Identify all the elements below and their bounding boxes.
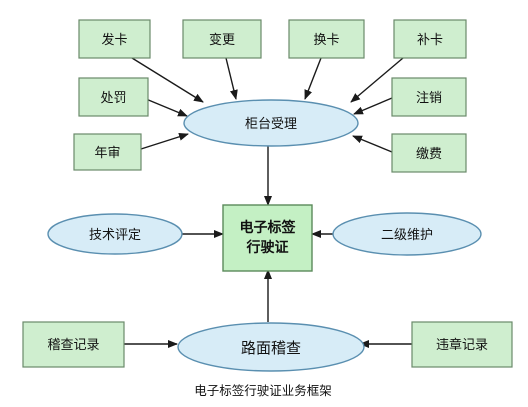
node-nianshen: 年审	[73, 133, 142, 171]
node-zhuxiao: 注销	[391, 77, 467, 117]
node-huanka-label: 换卡	[313, 33, 339, 48]
arrow-biangeng-to-guitai	[225, 57, 238, 100]
node-huanka: 换卡	[288, 19, 365, 59]
node-jiaofei-label: 缴费	[416, 147, 442, 162]
arrow-chufa-to-guitai	[145, 98, 188, 117]
node-biangeng: 变更	[182, 19, 262, 59]
node-nianshen-label: 年审	[94, 146, 120, 161]
node-jicha-jilu-label: 稽查记录	[47, 338, 99, 353]
node-guitai: 柜台受理	[183, 99, 359, 147]
node-lumian: 路面稽查	[177, 322, 365, 372]
node-faka: 发卡	[78, 19, 151, 59]
connectors	[124, 57, 412, 348]
node-weizhang: 违章记录	[411, 321, 513, 368]
arrow-buka-to-guitai	[350, 57, 404, 103]
node-chufa: 处罚	[78, 77, 149, 117]
node-center-line2: 行驶证	[246, 239, 289, 256]
arrow-faka-to-guitai	[131, 57, 204, 103]
arrow-zhuxiao-to-guitai	[353, 97, 393, 115]
node-jiaofei: 缴费	[391, 133, 467, 173]
node-guitai-label: 柜台受理	[245, 117, 297, 132]
node-center-line1: 电子标签	[240, 219, 297, 236]
node-chufa-label: 处罚	[100, 91, 126, 106]
arrow-huanka-to-guitai	[304, 57, 322, 100]
node-weizhang-label: 违章记录	[436, 337, 488, 353]
node-jishu-label: 技术评定	[89, 228, 141, 243]
node-center: 电子标签 行驶证	[222, 204, 313, 272]
node-biangeng-label: 变更	[209, 32, 235, 48]
diagram-caption: 电子标签行驶证业务框架	[194, 383, 332, 398]
arrow-nianshen-to-guitai	[140, 132, 189, 150]
node-erji-label: 二级维护	[381, 228, 433, 243]
node-jishu: 技术评定	[47, 213, 183, 255]
node-erji: 二级维护	[332, 212, 482, 256]
node-jicha-jilu: 稽查记录	[22, 321, 125, 368]
node-faka-label: 发卡	[101, 32, 127, 48]
node-zhuxiao-label: 注销	[416, 91, 442, 106]
node-buka-label: 补卡	[417, 33, 443, 48]
arrow-jiaofei-to-guitai	[352, 135, 393, 153]
node-lumian-label: 路面稽查	[241, 339, 301, 357]
node-buka: 补卡	[393, 19, 467, 59]
